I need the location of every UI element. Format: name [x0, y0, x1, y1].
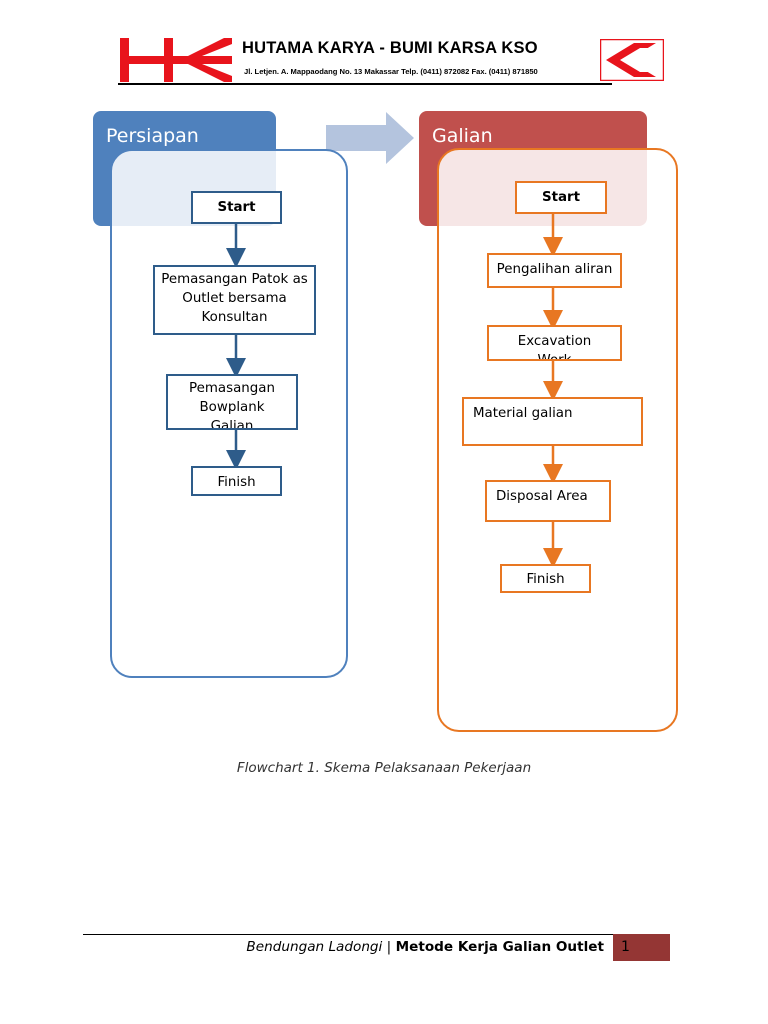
footer-project: Bendungan Ladongi	[246, 939, 383, 955]
footer-separator: |	[386, 939, 392, 955]
page-number: 1	[613, 934, 670, 961]
persiapan-step-patok: Pemasangan Patok as Outlet bersama Konsu…	[153, 265, 316, 335]
stage-arrow-icon	[326, 112, 414, 164]
persiapan-step-start: Start	[191, 191, 282, 224]
hk-logo	[120, 38, 232, 82]
arrow-logo-icon	[600, 39, 664, 81]
footer-document-title: Metode Kerja Galian Outlet	[395, 939, 604, 955]
galian-step-disposal: Disposal Area	[485, 480, 611, 522]
footer-text: Bendungan Ladongi | Metode Kerja Galian …	[180, 939, 604, 955]
figure-caption: Flowchart 1. Skema Pelaksanaan Pekerjaan	[236, 760, 532, 776]
footer-divider	[83, 934, 613, 935]
galian-step-excavation: Excavation Work	[487, 325, 622, 361]
company-name: HUTAMA KARYA - BUMI KARSA KSO	[242, 39, 538, 57]
galian-step-pengalihan: Pengalihan aliran	[487, 253, 622, 288]
company-address: Jl. Letjen. A. Mappaodang No. 13 Makassa…	[244, 67, 538, 76]
galian-step-finish: Finish	[500, 564, 591, 593]
galian-step-start: Start	[515, 181, 607, 214]
persiapan-step-bowplank: Pemasangan Bowplank Galian	[166, 374, 298, 430]
galian-step-material: Material galian	[462, 397, 643, 446]
persiapan-step-finish: Finish	[191, 466, 282, 496]
header-divider	[118, 83, 612, 85]
